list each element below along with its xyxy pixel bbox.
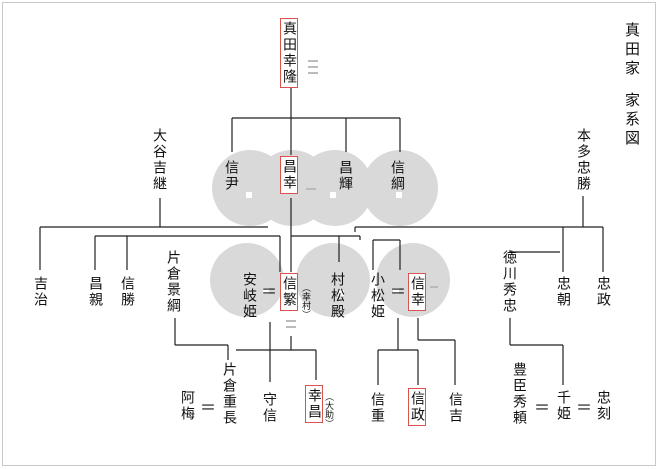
person-komatsuhime: 小松姫 — [369, 272, 385, 320]
person-nobutsuna: 信綱 — [389, 160, 405, 192]
person-nobushige2: 信重 — [369, 392, 385, 424]
caption-mark — [308, 72, 318, 74]
caption-mark — [286, 320, 296, 322]
person-anikihime: 安岐姫 — [241, 272, 257, 320]
caption-mark — [430, 286, 438, 288]
caption-mark — [286, 326, 296, 328]
person-nobushige-note: （幸村） — [300, 283, 310, 319]
person-tadatomo: 忠朝 — [555, 276, 571, 308]
person-nobukatsu: 信勝 — [119, 276, 135, 308]
person-toyotomi: 豊臣秀頼 — [511, 362, 527, 426]
person-morinobu: 守信 — [261, 392, 277, 424]
marriage-sign: ＝ — [390, 282, 407, 301]
person-tadamasa: 忠政 — [595, 276, 611, 308]
marker-square — [246, 192, 252, 198]
person-masachika: 昌親 — [87, 276, 103, 308]
person-yukimasa: 幸昌 — [305, 385, 323, 423]
person-muramatsu: 村松殿 — [329, 272, 345, 320]
person-otani: 大谷吉継 — [151, 128, 167, 192]
person-nobutada: 信尹 — [223, 160, 239, 192]
person-yukitaka: 真田幸隆 — [280, 18, 298, 88]
marker-square — [338, 290, 344, 296]
person-masayuki: 昌幸 — [280, 156, 298, 194]
person-yoshiharu: 吉治 — [32, 276, 48, 308]
caption-mark — [306, 188, 316, 190]
person-honda: 本多忠勝 — [575, 128, 591, 192]
person-tokugawa: 徳川秀忠 — [501, 250, 517, 314]
marker-square — [396, 192, 402, 198]
caption-mark — [308, 60, 318, 62]
circle-muramatsu — [296, 243, 370, 317]
person-aume: 阿梅 — [179, 390, 195, 422]
marriage-sign: ＝ — [576, 398, 593, 417]
caption-mark — [308, 66, 318, 68]
circle-masateru — [297, 150, 373, 226]
person-yukimasa-note: （大助） — [323, 392, 333, 428]
person-senhime: 千姫 — [555, 390, 571, 422]
person-nobushige: 信繁 — [280, 273, 298, 311]
person-nobuyoshi: 信吉 — [447, 392, 463, 424]
marker-square — [263, 288, 269, 294]
person-tadatoki: 忠刻 — [595, 390, 611, 422]
person-katakura-kagetsuna: 片倉景綱 — [165, 250, 181, 314]
circle-nobutsuna — [362, 150, 438, 226]
person-nobumasa: 信政 — [408, 388, 426, 426]
circle-anikihime — [210, 243, 284, 317]
person-katakura-shigenaga: 片倉重長 — [221, 362, 237, 426]
marriage-sign: ＝ — [200, 398, 217, 417]
title-line-2: 家系図 — [623, 92, 641, 149]
title-line-1: 真田家 — [623, 22, 641, 79]
marriage-sign: ＝ — [534, 398, 551, 417]
marriage-sign: ＝ — [261, 282, 278, 301]
person-nobuyuki: 信幸 — [408, 273, 426, 311]
person-masateru: 昌輝 — [337, 160, 353, 192]
marker-square — [330, 192, 336, 198]
marker-square — [393, 288, 399, 294]
